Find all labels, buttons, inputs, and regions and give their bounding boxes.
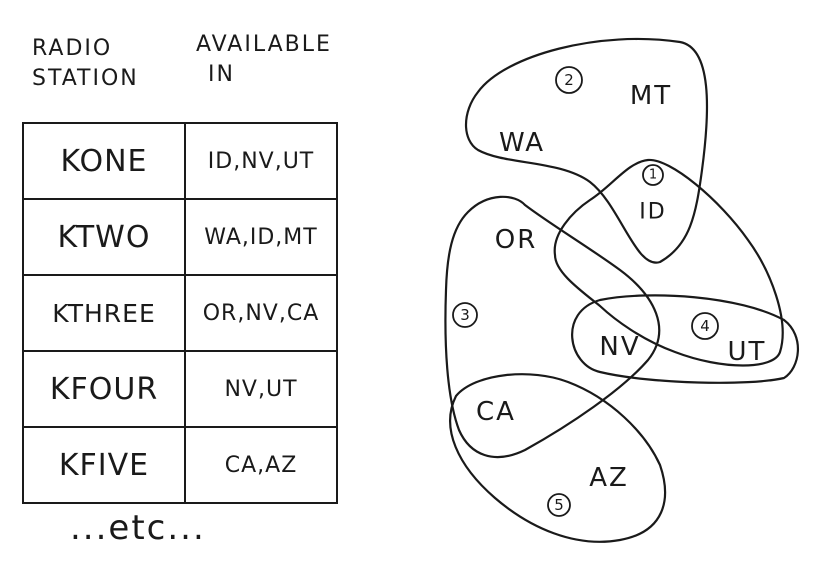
region-3-number: 3 — [460, 306, 470, 324]
station-cell: KTWO — [22, 198, 186, 276]
region-3-number-circle — [452, 302, 478, 328]
table-row: KTWO WA,ID,MT — [22, 198, 338, 276]
coverage-diagram: 2 1 3 4 5 MT WA ID OR NV UT CA AZ — [444, 37, 800, 543]
region-2-number: 2 — [564, 71, 574, 89]
state-label-ut: UT — [728, 337, 767, 367]
header-station-line1: RADIO — [32, 36, 113, 61]
region-1-number: 1 — [649, 168, 657, 183]
table-row: KFIVE CA,AZ — [22, 426, 338, 504]
header-available-line1: AVAILABLE — [196, 32, 332, 57]
region-5-number: 5 — [554, 496, 564, 514]
states-cell: OR,NV,CA — [184, 274, 338, 352]
station-cell: KFOUR — [22, 350, 186, 428]
region-5-number-circle — [547, 493, 571, 517]
region-1-number-circle — [642, 164, 664, 186]
state-label-wa: WA — [499, 128, 545, 158]
state-label-az: AZ — [589, 463, 629, 493]
station-cell: KFIVE — [22, 426, 186, 504]
station-cell: KTHREE — [22, 274, 186, 352]
state-label-nv: NV — [599, 332, 640, 362]
state-label-ca: CA — [476, 397, 516, 427]
header-station-line2: STATION — [32, 66, 139, 91]
region-2-outline — [465, 37, 709, 264]
state-label-or: OR — [495, 225, 538, 255]
region-3-outline — [444, 195, 661, 459]
states-cell: CA,AZ — [184, 426, 338, 504]
region-2-number-circle — [555, 66, 583, 94]
header-station: RADIO STATION — [32, 34, 139, 94]
header-available-line2: IN — [208, 62, 235, 87]
table-row: KONE ID,NV,UT — [22, 122, 338, 200]
state-label-mt: MT — [630, 81, 672, 111]
region-1-outline — [553, 158, 784, 367]
station-cell: KONE — [22, 122, 186, 200]
states-cell: WA,ID,MT — [184, 198, 338, 276]
state-label-id: ID — [639, 200, 666, 225]
station-table: KONE ID,NV,UT KTWO WA,ID,MT KTHREE OR,NV… — [22, 122, 338, 504]
states-cell: ID,NV,UT — [184, 122, 338, 200]
states-cell: NV,UT — [184, 350, 338, 428]
table-row: KFOUR NV,UT — [22, 350, 338, 428]
header-available: AVAILABLE IN — [196, 30, 332, 90]
region-4-number: 4 — [700, 317, 710, 335]
region-4-outline — [571, 294, 800, 384]
region-4-number-circle — [691, 312, 719, 340]
table-row: KTHREE OR,NV,CA — [22, 274, 338, 352]
region-5-outline — [449, 373, 667, 543]
etc-text: ...etc... — [70, 508, 206, 548]
